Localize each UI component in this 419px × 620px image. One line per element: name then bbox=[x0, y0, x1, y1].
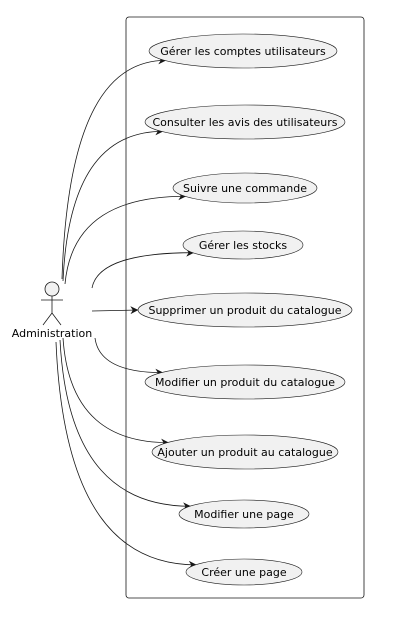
association-arrow bbox=[61, 56, 167, 280]
actor: Administration bbox=[12, 281, 93, 340]
use-case-label: Ajouter un produit au catalogue bbox=[157, 446, 332, 459]
use-case-ellipse bbox=[182, 230, 304, 260]
association-arrow bbox=[94, 337, 164, 377]
use-case: Gérer les comptes utilisateurs bbox=[148, 33, 338, 69]
use-case-label: Gérer les comptes utilisateurs bbox=[160, 45, 326, 58]
actor-label: Administration bbox=[12, 327, 93, 340]
use-case-label: Suivre une commande bbox=[183, 182, 307, 195]
actor-head bbox=[44, 281, 60, 297]
use-case-ellipse bbox=[144, 104, 346, 140]
use-case-label: Supprimer un produit du catalogue bbox=[148, 304, 341, 317]
association-arrow bbox=[91, 306, 139, 315]
association-arrow bbox=[59, 339, 192, 511]
use-case: Modifier un produit du catalogue bbox=[144, 364, 346, 400]
use-case-ellipse bbox=[144, 364, 346, 400]
actor-left-leg bbox=[42, 312, 53, 326]
use-case-ellipse bbox=[172, 172, 318, 204]
use-case: Supprimer un produit du catalogue bbox=[137, 292, 353, 328]
actor-right-leg bbox=[51, 312, 62, 326]
use-case-label: Consulter les avis des utilisateurs bbox=[152, 116, 337, 129]
use-case-ellipse bbox=[151, 434, 339, 470]
stick-figure-icon bbox=[41, 281, 63, 326]
use-case: Ajouter un produit au catalogue bbox=[151, 434, 339, 470]
use-case-label: Modifier une page bbox=[194, 508, 294, 521]
association-arrow bbox=[91, 248, 195, 289]
use-case: Consulter les avis des utilisateurs bbox=[144, 104, 346, 140]
use-case-label: Gérer les stocks bbox=[199, 239, 288, 252]
association-arrow bbox=[64, 192, 187, 285]
use-case-ellipse bbox=[137, 292, 353, 328]
association-links bbox=[55, 56, 197, 569]
association-arrow bbox=[55, 341, 197, 569]
use-case: Gérer les stocks bbox=[182, 230, 304, 260]
use-case: Créer une page bbox=[185, 558, 303, 586]
association-arrow bbox=[62, 337, 170, 447]
use-case-label: Créer une page bbox=[201, 566, 286, 579]
use-case-ellipse bbox=[148, 33, 338, 69]
use-case-ellipse bbox=[178, 499, 310, 529]
association-arrow bbox=[62, 127, 164, 282]
use-case-ellipse bbox=[185, 558, 303, 586]
use-case: Modifier une page bbox=[178, 499, 310, 529]
use-case-label: Modifier un produit du catalogue bbox=[155, 376, 335, 389]
use-case: Suivre une commande bbox=[172, 172, 318, 204]
use-cases: Gérer les comptes utilisateursConsulter … bbox=[137, 33, 353, 586]
